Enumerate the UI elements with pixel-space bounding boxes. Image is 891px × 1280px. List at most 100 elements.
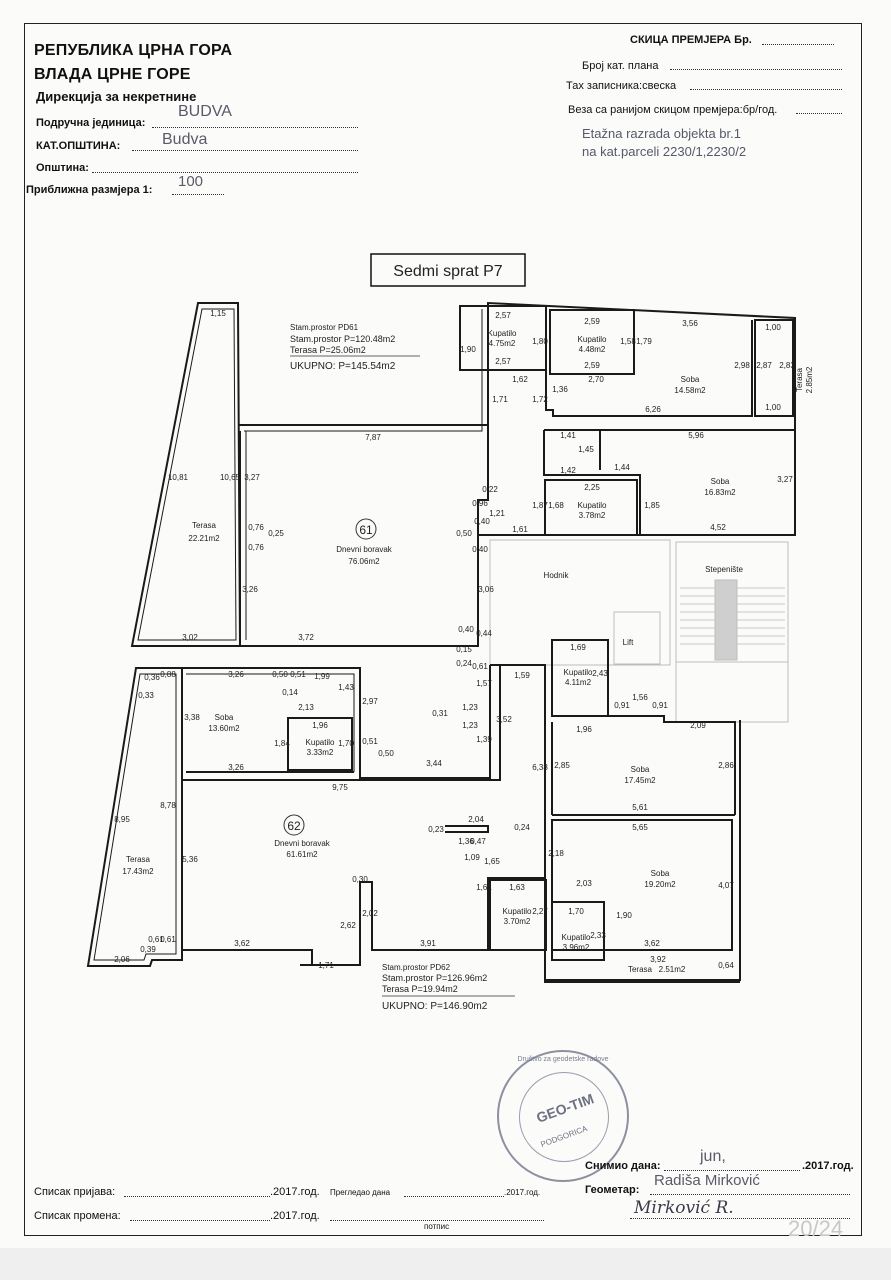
room-area: 4.75m2 [489,339,516,348]
room-name: Soba [631,765,650,774]
scale-value: 100 [178,173,204,190]
geometar-label: Геометар: [585,1184,640,1196]
svg-text:0,40: 0,40 [472,545,488,554]
sketch-title: СКИЦА ПРЕМЈЕРА Бр. [630,34,752,46]
room-name: Soba [681,375,700,384]
tax-line [690,77,842,90]
unit-label: Подручна јединица: [36,117,146,129]
svg-text:1,15: 1,15 [210,309,226,318]
plan-number-label: Број кат. плана [582,60,659,72]
room-name: Lift [623,638,634,647]
svg-text:3,26: 3,26 [228,670,244,679]
document-sheet: РЕПУБЛИКА ЦРНА ГОРА ВЛАДА ЦРНЕ ГОРЕ Дире… [0,0,891,1248]
opstina-label: Општина: [36,162,89,174]
geometar-signature: Mirković R. [634,1198,734,1218]
room-name: Soba [711,477,730,486]
room-area: 14.58m2 [674,386,706,395]
svg-text:0,91: 0,91 [614,701,630,710]
svg-text:2,27: 2,27 [532,907,548,916]
svg-text:1,87: 1,87 [532,501,548,510]
svg-text:1,09: 1,09 [464,853,480,862]
room-area: 4.11m2 [565,678,592,687]
header-republic: РЕПУБЛИКА ЦРНА ГОРА [34,42,233,59]
pregledao-line [404,1184,504,1197]
svg-text:6,26: 6,26 [645,405,661,414]
room-area: 19.20m2 [644,880,676,889]
room-area: 3.33m2 [307,748,334,757]
svg-text:1,61: 1,61 [512,525,528,534]
svg-text:3,91: 3,91 [420,939,436,948]
svg-text:5,96: 5,96 [688,431,704,440]
promena-line [130,1206,270,1221]
unit-value: BUDVA [178,103,232,120]
svg-text:2,85: 2,85 [554,761,570,770]
kat-label: КАТ.ОПШТИНА: [36,140,121,152]
unit61-terrace: Terasa P=25.06m2 [290,345,366,355]
svg-text:3,72: 3,72 [298,633,314,642]
svg-text:2,09: 2,09 [690,721,706,730]
svg-text:5,61: 5,61 [632,803,648,812]
svg-text:0,40: 0,40 [458,625,474,634]
svg-text:3,92: 3,92 [650,955,666,964]
room-name: Soba [651,869,670,878]
svg-text:8,78: 8,78 [160,801,176,810]
svg-text:1,72: 1,72 [532,395,548,404]
promena-label: Списак промена: [34,1210,121,1222]
prijava-year: .2017.год. [270,1186,320,1198]
svg-text:3,26: 3,26 [242,585,258,594]
svg-text:1,45: 1,45 [578,445,594,454]
kat-line [132,136,358,151]
svg-text:1,43: 1,43 [338,683,354,692]
svg-text:1,36: 1,36 [458,837,474,846]
room-area: 3.96m2 [563,943,590,952]
unit61-number: 61 [359,523,373,537]
unit62-terrace: Terasa P=19.94m2 [382,984,458,994]
room-name: Kupatilo [488,329,517,338]
link-line [796,101,842,114]
svg-text:0,51: 0,51 [362,737,378,746]
svg-text:1,68: 1,68 [548,501,564,510]
svg-text:1,70: 1,70 [338,739,354,748]
svg-text:1,36: 1,36 [552,385,568,394]
room-name: Terasa [628,965,653,974]
upper-unit-outline [238,301,796,536]
room-area: 17.43m2 [122,867,154,876]
room-area: 16.83m2 [704,488,736,497]
room-labels: Terasa 22.21m2 Dnevni boravak 76.06m2 Ku… [122,329,814,974]
room-area: 22.21m2 [188,534,220,543]
date-year: .2017.год. [802,1160,854,1172]
note-object: Etažna razrada objekta br.1 [582,126,741,141]
svg-text:2,25: 2,25 [584,483,600,492]
svg-text:0,76: 0,76 [248,523,264,532]
svg-text:1,21: 1,21 [489,509,505,518]
room-name: Terasa [126,855,151,864]
unit62-label: Stam.prostor PD62 [382,963,451,972]
svg-text:1,00: 1,00 [765,323,781,332]
svg-text:3,62: 3,62 [234,939,250,948]
kat-value: Budva [162,131,208,148]
room-area: 4.48m2 [579,345,606,354]
note-parcel: na kat.parceli 2230/1,2230/2 [582,144,747,159]
room-area: 3.70m2 [504,917,531,926]
room-area: 13.60m2 [208,724,240,733]
svg-text:2,04: 2,04 [468,815,484,824]
plan-title-box [370,253,526,287]
svg-text:0,47: 0,47 [470,837,486,846]
svg-text:1,70: 1,70 [568,907,584,916]
room-name: Kupatilo [578,335,607,344]
unit-line [152,113,358,128]
svg-text:1,00: 1,00 [765,403,781,412]
svg-text:1,62: 1,62 [512,375,528,384]
room-name: Dnevni boravak [336,545,393,554]
geometar-name: Radiša Mirković [654,1172,760,1189]
svg-text:2,97: 2,97 [362,697,378,706]
svg-text:0,88: 0,88 [160,670,176,679]
pregledao-year: .2017.год. [504,1188,541,1197]
unit62-total: UKUPNO: P=146.90m2 [382,1001,488,1012]
svg-text:0,14: 0,14 [282,688,298,697]
svg-text:1,42: 1,42 [560,466,576,475]
stamp-ring-text: Društvo za geodetske radove [517,1056,609,1063]
prijava-label: Списак пријава: [34,1186,116,1198]
room-name: Kupatilo [562,933,591,942]
svg-text:2,70: 2,70 [588,375,604,384]
